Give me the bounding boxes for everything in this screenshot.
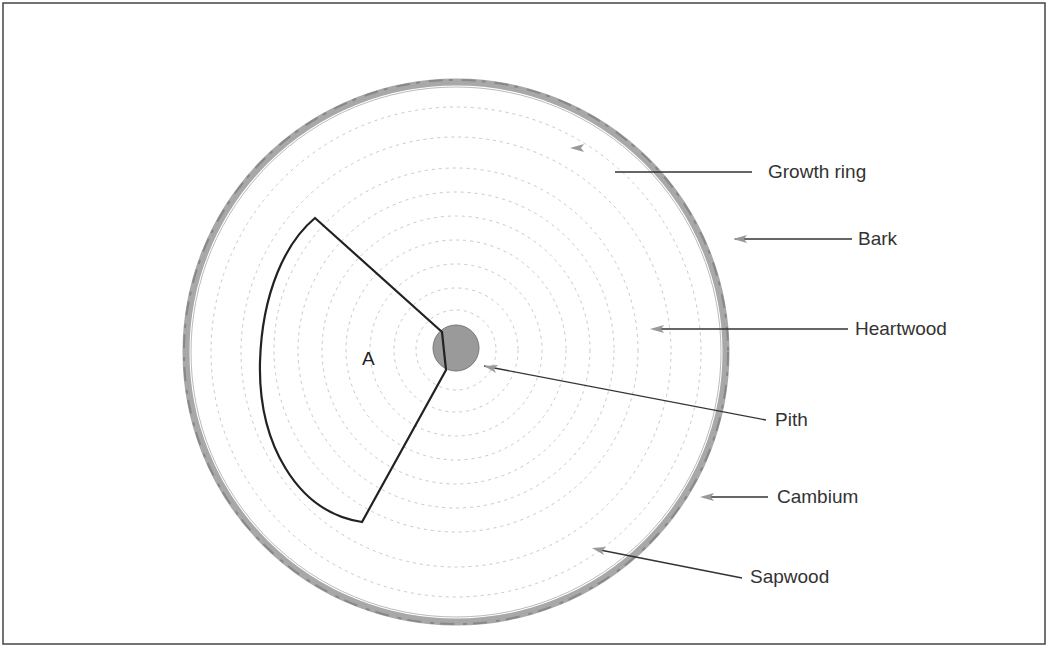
cambium-line — [191, 87, 721, 617]
wedge-section: A — [256, 212, 452, 528]
label-holder: Heartwood — [855, 318, 947, 340]
growth-rings — [211, 107, 701, 597]
bark-texture — [184, 80, 728, 624]
label-holder: Cambium — [777, 486, 858, 508]
label-holder: Pith — [775, 409, 808, 431]
label-holder: Growth ring — [768, 161, 866, 183]
leader-lines — [484, 172, 852, 578]
label-holder: Bark — [858, 228, 897, 250]
part-label: Growth ring — [768, 161, 866, 183]
part-label: Cambium — [777, 486, 858, 508]
section-letter: A — [362, 348, 375, 370]
frame — [3, 3, 1045, 644]
wedge-outline — [256, 212, 452, 528]
part-label: Pith — [775, 409, 808, 431]
part-label: Sapwood — [750, 566, 829, 588]
bark-ring — [186, 82, 726, 622]
part-label: Heartwood — [855, 318, 947, 340]
pith-disc — [433, 325, 479, 371]
leader-arrowheads — [484, 144, 747, 555]
part-label: Bark — [858, 228, 897, 250]
label-holder: Sapwood — [750, 566, 829, 588]
